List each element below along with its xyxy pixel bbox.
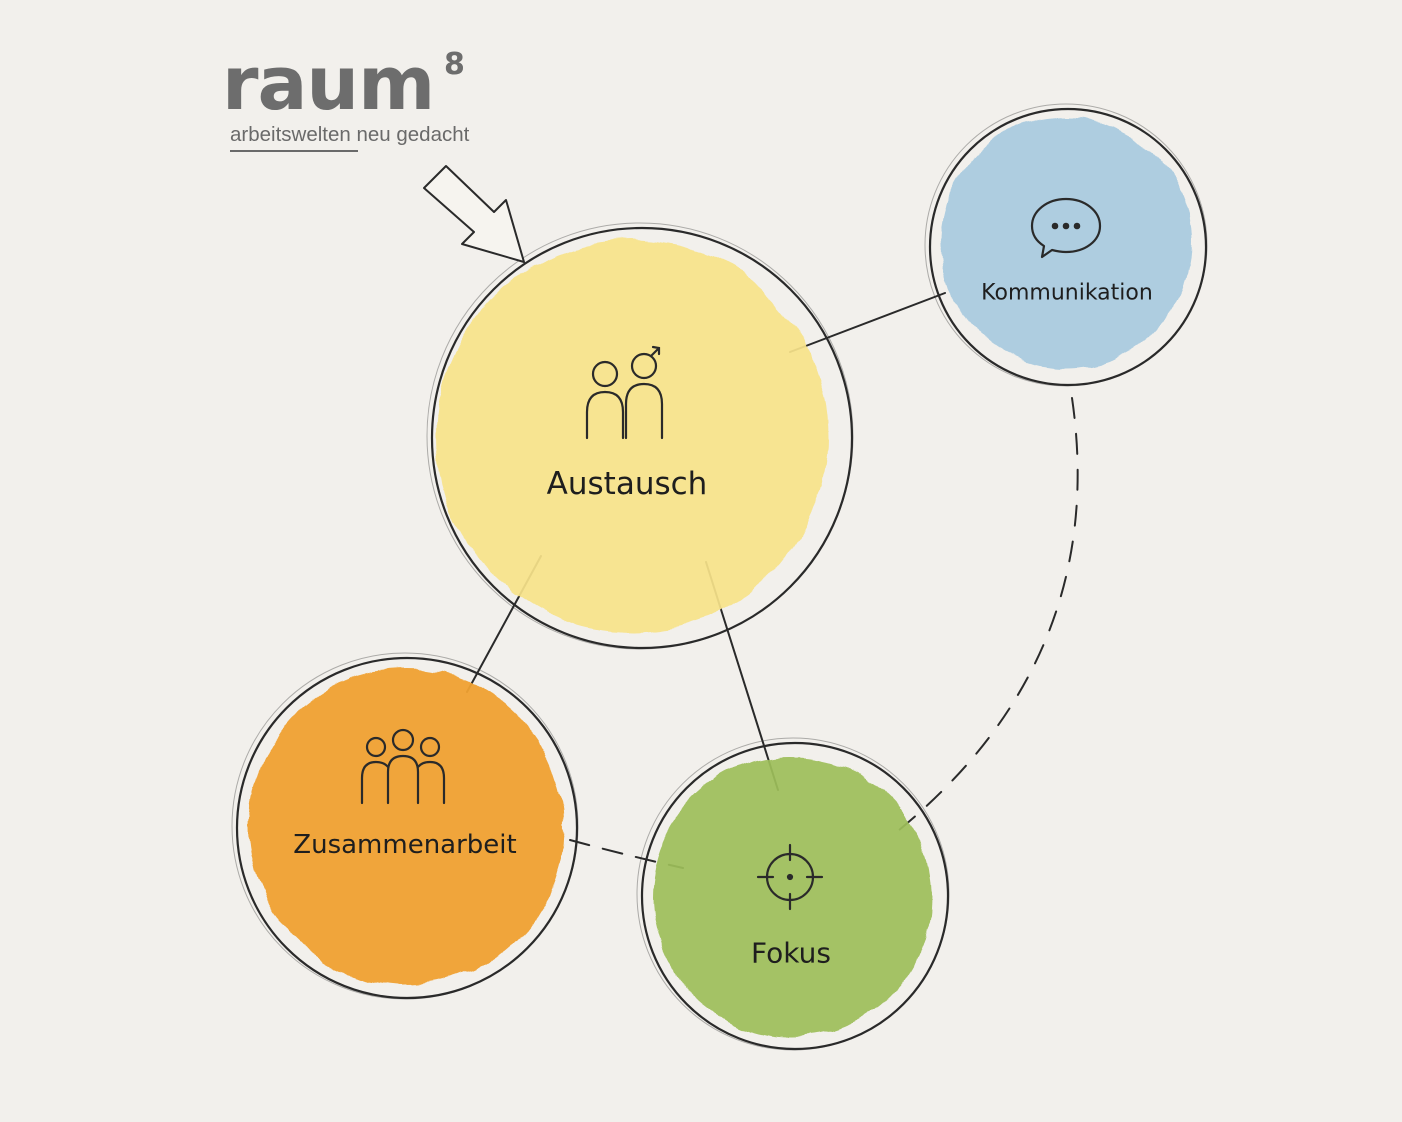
kommunikation-fill xyxy=(940,117,1192,369)
kommunikation-ring xyxy=(928,107,1208,387)
logo-wordmark: raum xyxy=(222,41,435,127)
crosshair-target-icon xyxy=(756,843,824,911)
connector-kommunikation-fokus xyxy=(892,397,1079,836)
node-kommunikation xyxy=(924,103,1208,387)
label-kommunikation: Kommunikation xyxy=(981,280,1153,306)
people-exchange-icon xyxy=(585,345,664,440)
arrow-pointer-icon xyxy=(423,165,525,263)
kommunikation-ring-sketch xyxy=(924,103,1208,387)
label-fokus: Fokus xyxy=(751,936,831,970)
zusammenarbeit-ring-sketch xyxy=(231,652,579,1000)
node-fokus xyxy=(636,737,950,1051)
zusammenarbeit-ring xyxy=(235,656,579,1000)
brand-logo: raum 8 arbeitswelten neu gedacht xyxy=(222,44,502,164)
austausch-fill xyxy=(436,240,828,632)
group-icon xyxy=(360,728,446,805)
logo-tagline: arbeitswelten neu gedacht xyxy=(230,123,470,146)
label-austausch: Austausch xyxy=(546,466,708,502)
speech-bubble-icon xyxy=(1030,197,1102,259)
fokus-ring xyxy=(640,741,950,1051)
logo-superscript: 8 xyxy=(444,47,465,82)
node-austausch xyxy=(426,222,854,650)
austausch-ring-sketch xyxy=(426,222,854,650)
fokus-ring-sketch xyxy=(636,737,950,1051)
austausch-ring xyxy=(430,226,854,650)
fokus-fill xyxy=(652,757,932,1037)
logo-underline xyxy=(230,150,358,152)
label-zusammenarbeit: Zusammenarbeit xyxy=(293,830,517,860)
zusammenarbeit-fill xyxy=(248,669,564,985)
node-zusammenarbeit xyxy=(231,652,579,1000)
connector-austausch-kommunikation xyxy=(789,292,946,353)
